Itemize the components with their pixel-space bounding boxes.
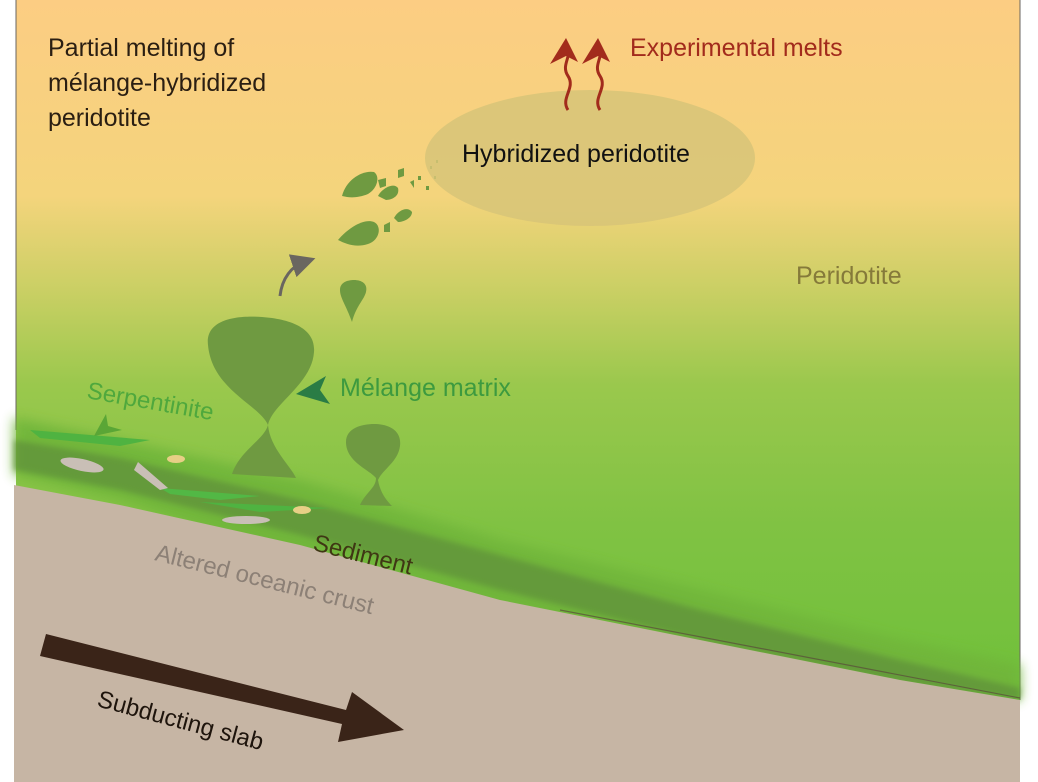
- serpentinite-arrow: [94, 414, 122, 436]
- large-diapir: [207, 316, 315, 478]
- dark-melange-band: [14, 440, 1020, 700]
- subducting-slab-arrow: [40, 634, 404, 742]
- ascent-curved-arrow: [278, 254, 316, 297]
- rising-melange-blobs: [338, 160, 438, 322]
- melange-matrix-label: Mélange matrix: [340, 374, 511, 402]
- experimental-melts-label: Experimental melts: [630, 34, 843, 62]
- slab-edge-line: [559, 609, 1021, 699]
- partial-melting-label-line1: Partial melting of: [48, 34, 234, 62]
- partial-melting-label-line2: mélange-hybridized: [48, 69, 266, 97]
- experimental-melt-arrowheads: [550, 38, 610, 64]
- hybridized-peridotite-label: Hybridized peridotite: [462, 140, 690, 168]
- peridotite-label: Peridotite: [796, 262, 902, 290]
- hybridized-peridotite-zone: [425, 90, 755, 226]
- subducting-slab: [14, 485, 1020, 782]
- partial-melting-label-line3: peridotite: [48, 104, 151, 132]
- melange-matrix-arrow: [296, 376, 330, 404]
- small-diapir: [346, 424, 401, 506]
- melange-clasts: [60, 455, 311, 524]
